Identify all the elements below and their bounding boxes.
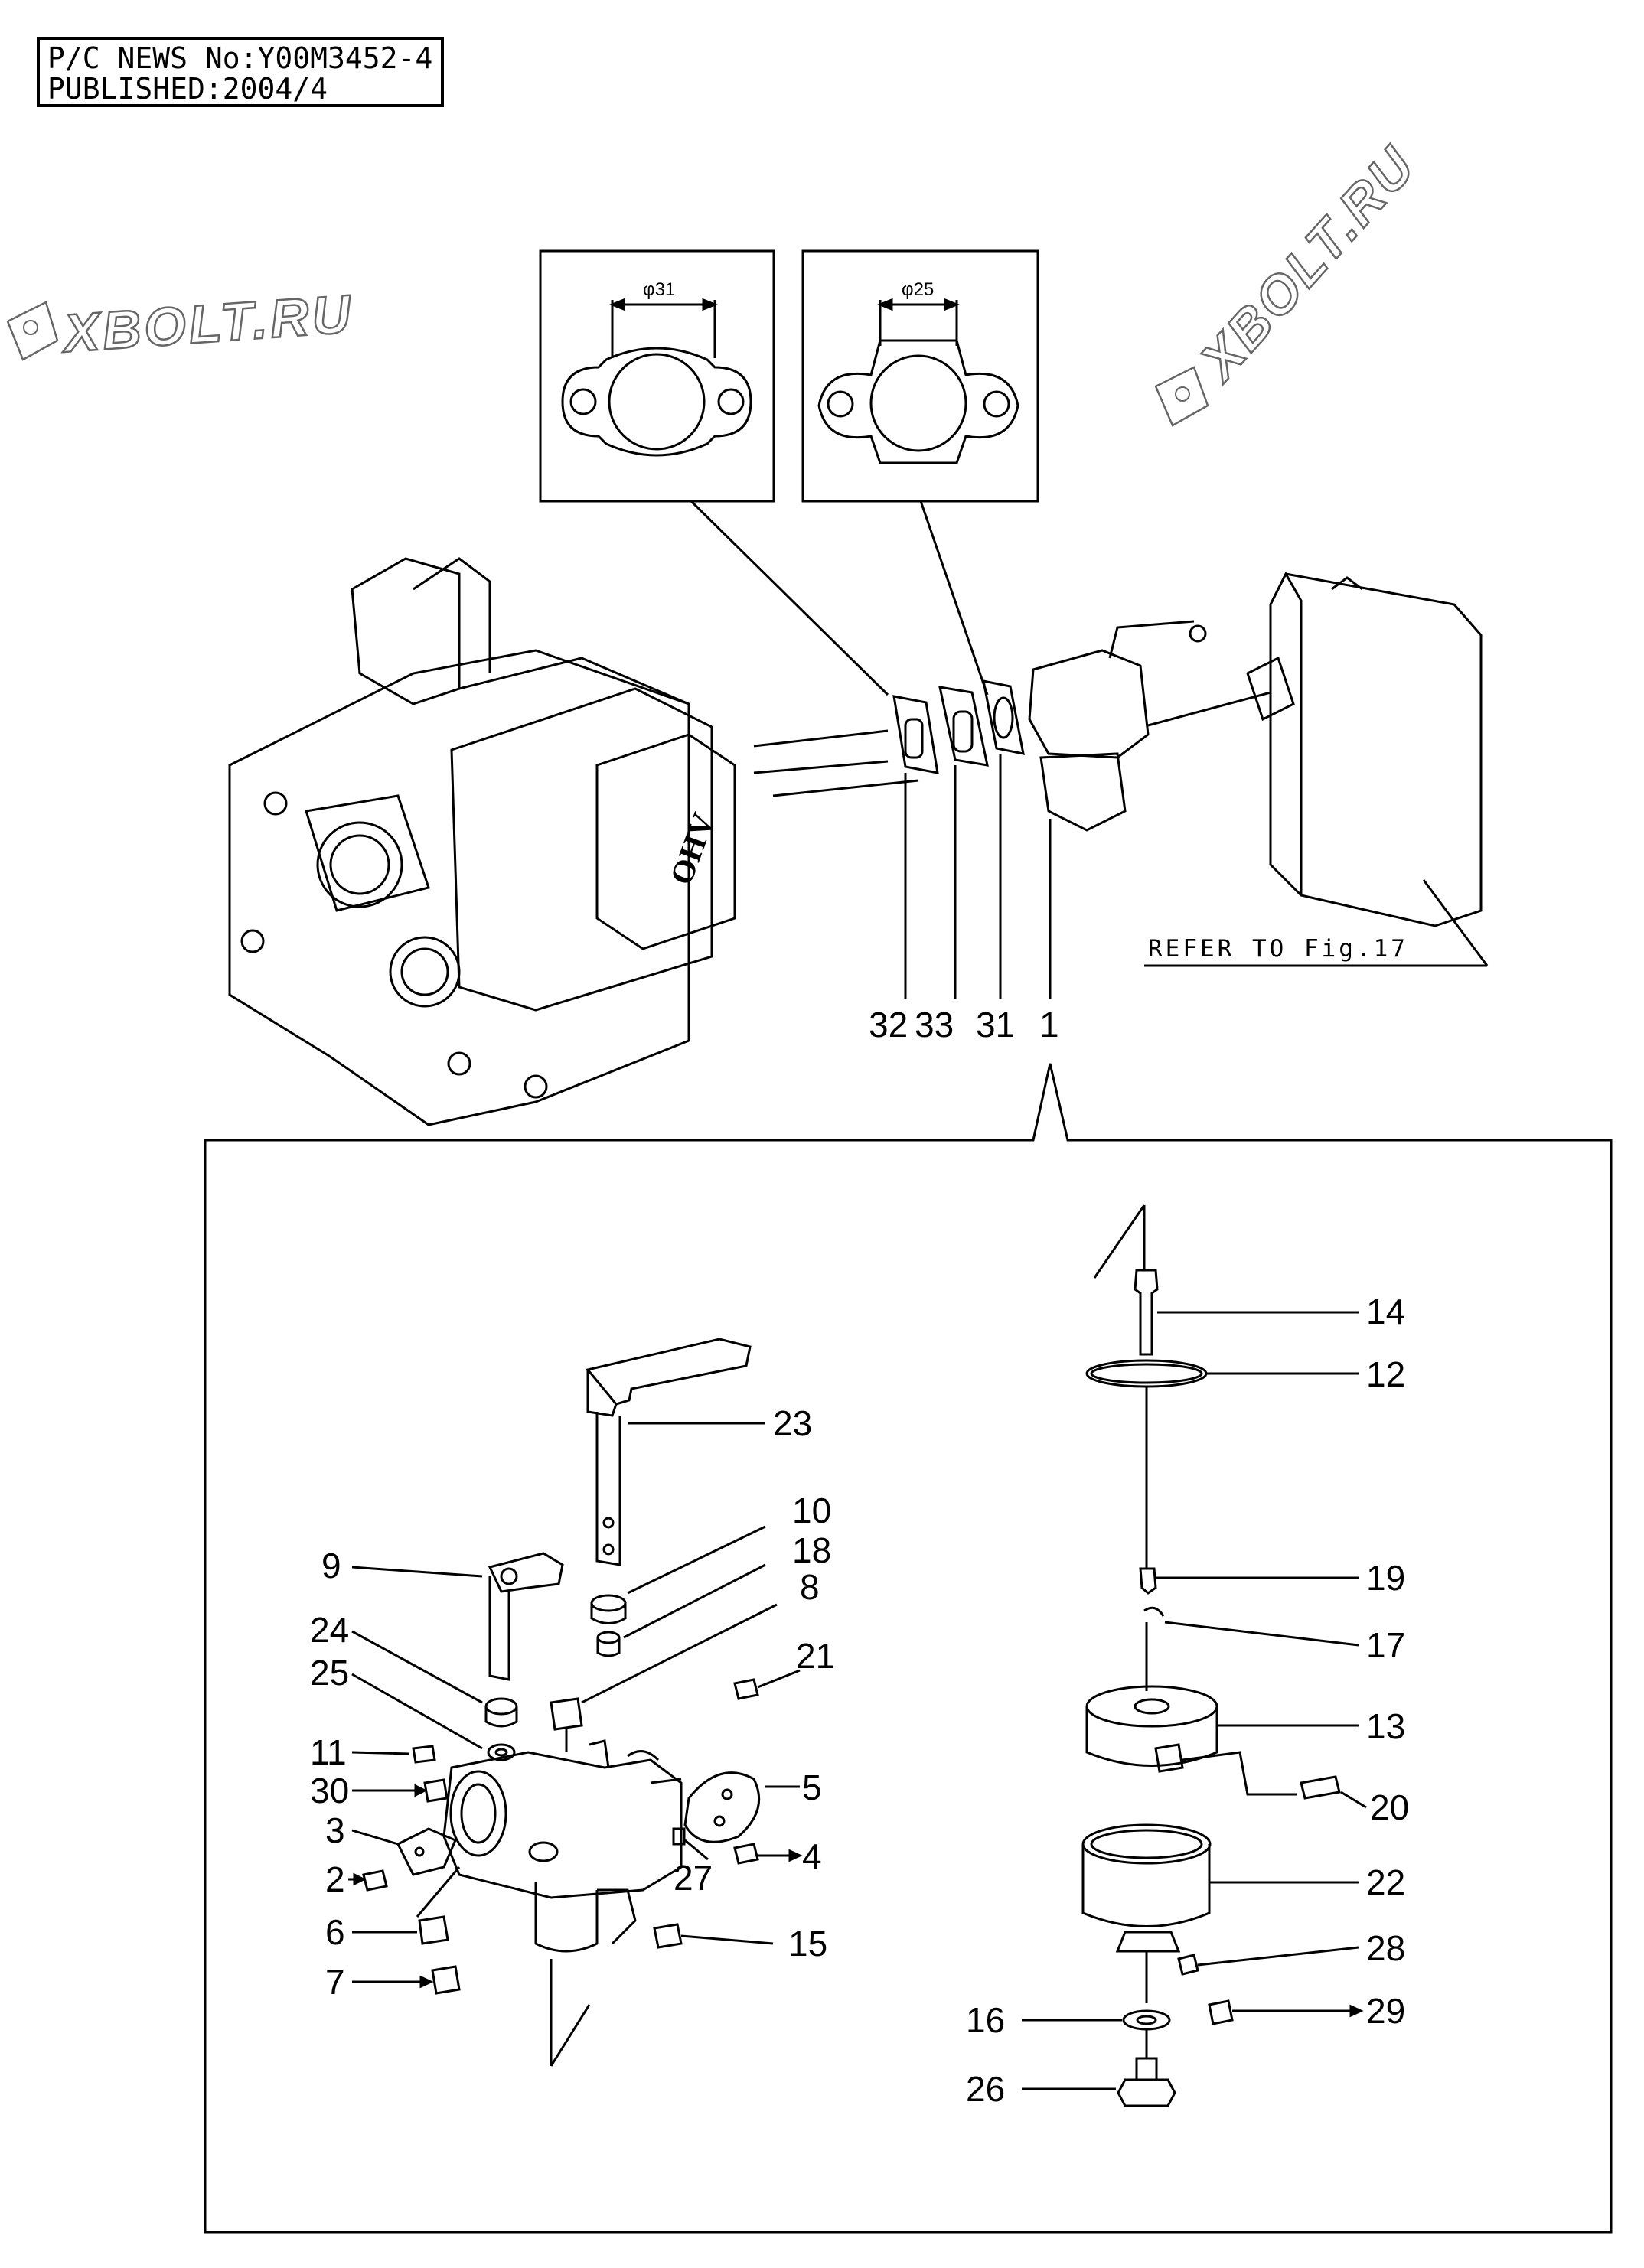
gasket-33 <box>938 686 989 767</box>
label-9: 9 <box>321 1546 341 1585</box>
clip-17 <box>1143 1606 1165 1617</box>
watermark-logo-icon <box>1154 366 1209 427</box>
part-25 <box>487 1743 516 1761</box>
part-11 <box>412 1745 436 1764</box>
watermark-right: XBOLT.RU <box>1154 134 1428 427</box>
label-23: 23 <box>773 1403 812 1443</box>
callout-32: 32 <box>869 1005 908 1044</box>
label-29: 29 <box>1366 1991 1405 2031</box>
watermark-text: XBOLT.RU <box>59 284 356 364</box>
watermark-left: XBOLT.RU <box>6 282 357 364</box>
part-18 <box>596 1631 621 1644</box>
throttle-lever-23 <box>586 1338 765 1566</box>
choke-lever-9 <box>351 1552 564 1681</box>
label-15: 15 <box>788 1924 827 1963</box>
air-cleaner <box>1246 571 1483 927</box>
gasket-32 <box>892 695 939 774</box>
ohv-cover-label: OHV <box>664 809 723 890</box>
label-22: 22 <box>1366 1862 1405 1902</box>
label-12: 12 <box>1366 1354 1405 1394</box>
watermark-logo-icon <box>6 301 59 361</box>
gasket-detail-left: φ31 <box>539 249 775 503</box>
float-needle-14 <box>1134 1269 1359 1356</box>
label-24: 24 <box>310 1610 349 1650</box>
callout-33: 33 <box>915 1005 954 1044</box>
label-27: 27 <box>674 1858 713 1898</box>
part-8 <box>550 1697 583 1731</box>
label-14: 14 <box>1366 1292 1405 1331</box>
part-4 <box>733 1843 759 1865</box>
label-6: 6 <box>325 1912 345 1952</box>
label-19: 19 <box>1366 1558 1405 1598</box>
label-2: 2 <box>325 1859 345 1899</box>
part-19 <box>1139 1567 1157 1595</box>
label-8: 8 <box>800 1567 820 1607</box>
part-21 <box>733 1678 759 1700</box>
label-7: 7 <box>325 1962 345 2002</box>
part-30 <box>423 1778 449 1803</box>
refer-note: REFER TO Fig.17 <box>1148 935 1408 963</box>
published-date: PUBLISHED:2004/4 <box>47 72 328 106</box>
part-29 <box>1208 1999 1234 2025</box>
part-2 <box>362 1869 388 1892</box>
part-3 <box>396 1827 457 1876</box>
label-10: 10 <box>792 1491 831 1530</box>
refer-leader <box>1422 879 1489 966</box>
part-5 <box>683 1771 761 1843</box>
label-20: 20 <box>1370 1787 1409 1827</box>
part-7 <box>431 1965 461 1995</box>
label-4: 4 <box>802 1836 822 1876</box>
publication-box: P/C NEWS No:Y00M3452-4 PUBLISHED:2004/4 <box>37 37 444 107</box>
label-26: 26 <box>966 2069 1005 2109</box>
news-number: P/C NEWS No:Y00M3452-4 <box>47 41 433 75</box>
bolt-26 <box>1022 2057 1176 2107</box>
leader-line <box>690 500 889 696</box>
label-5: 5 <box>802 1768 822 1807</box>
gasket-detail-right: φ25 <box>801 249 1039 503</box>
part-28 <box>1177 1954 1199 1976</box>
label-21: 21 <box>796 1636 835 1676</box>
part-15 <box>653 1923 683 1949</box>
engine-assembly: OHV <box>228 557 919 1126</box>
part-10 <box>590 1594 627 1612</box>
label-13: 13 <box>1366 1706 1405 1746</box>
float-bowl-22 <box>1081 1823 1359 1953</box>
part-24 <box>484 1697 518 1716</box>
watermark-text: XBOLT.RU <box>1187 135 1427 393</box>
float-13 <box>1085 1685 1359 1773</box>
carburetor-assembly-top <box>1028 620 1271 832</box>
label-3: 3 <box>325 1810 345 1850</box>
label-11: 11 <box>310 1732 347 1772</box>
label-18: 18 <box>792 1530 831 1570</box>
gasket-right-diameter: φ25 <box>902 279 934 300</box>
label-17: 17 <box>1366 1625 1405 1665</box>
label-16: 16 <box>966 2000 1005 2040</box>
callout-1: 1 <box>1039 1005 1059 1044</box>
gasket-31 <box>982 679 1025 755</box>
pin-20 <box>1300 1775 1341 1800</box>
part-6 <box>418 1915 449 1945</box>
gasket-left-diameter: φ31 <box>643 279 675 300</box>
label-30: 30 <box>310 1771 349 1810</box>
leader-line <box>919 500 989 696</box>
exploded-view-frame <box>204 1063 1613 2234</box>
washer-16 <box>1122 2009 1171 2031</box>
part-27 <box>672 1827 686 1846</box>
label-25: 25 <box>310 1653 349 1693</box>
carburetor-body <box>442 1739 683 1953</box>
label-28: 28 <box>1366 1928 1405 1968</box>
callout-31: 31 <box>976 1005 1015 1044</box>
